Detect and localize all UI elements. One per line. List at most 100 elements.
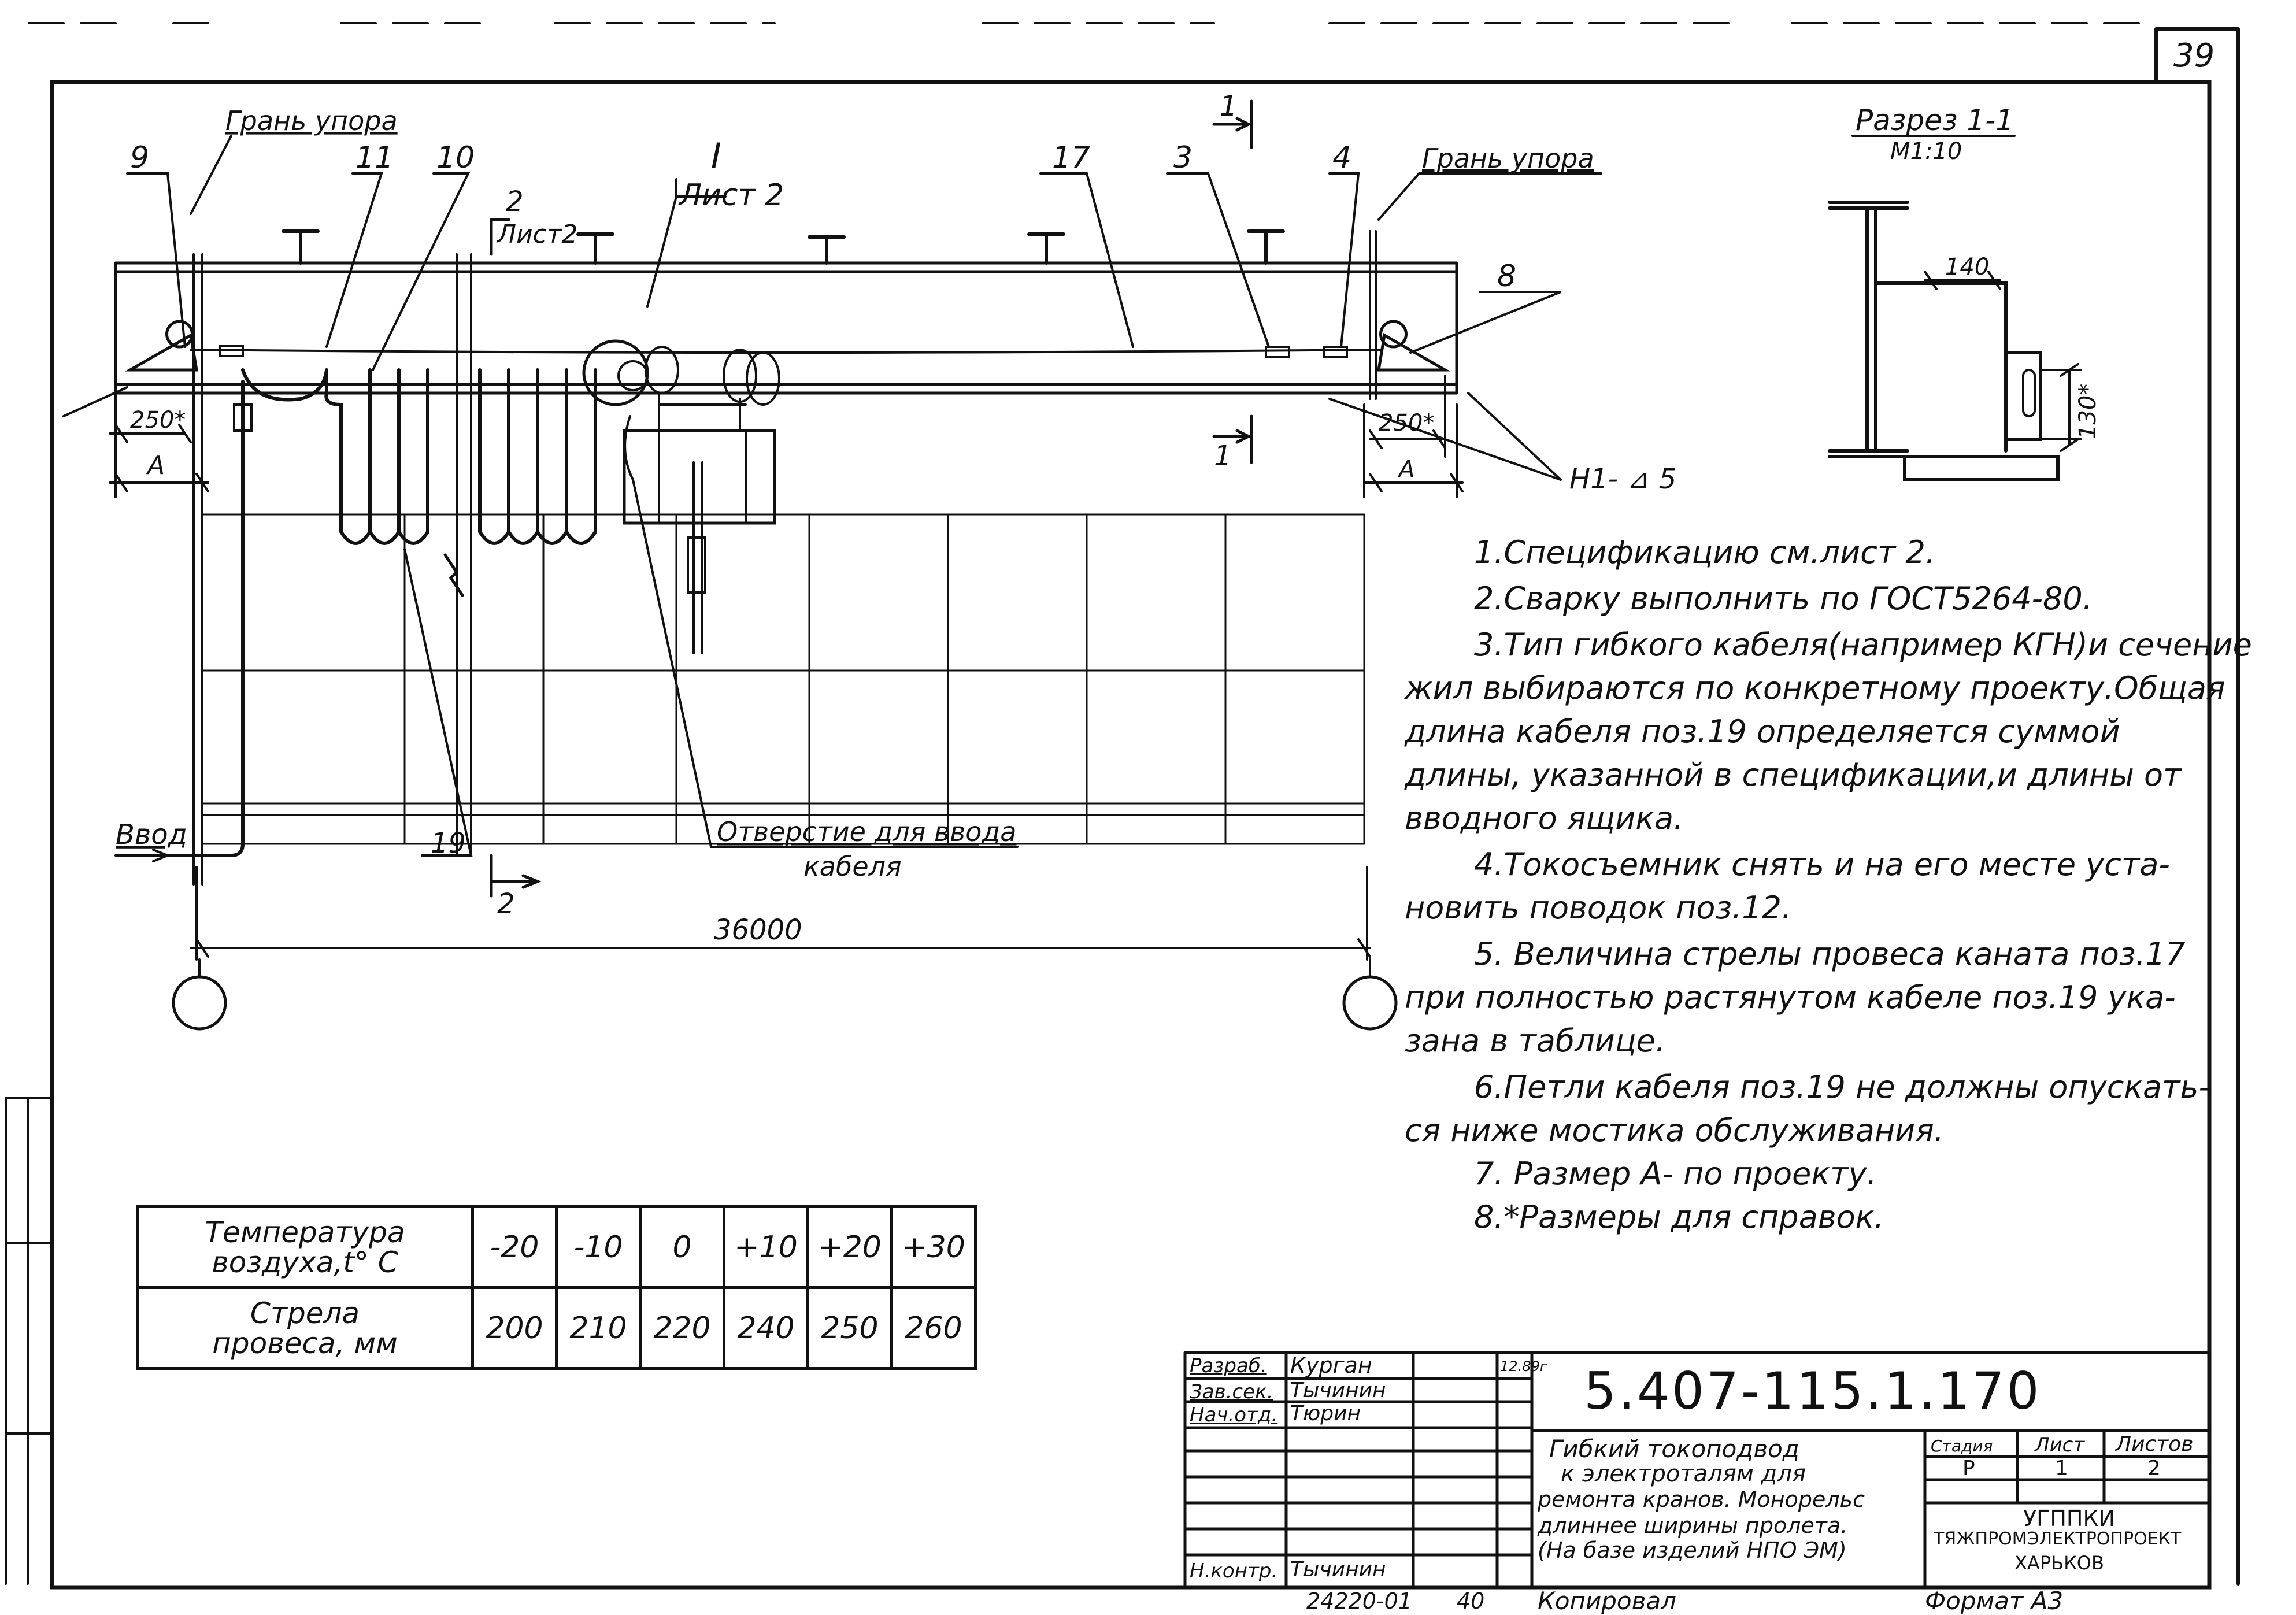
beam-hangers [282,229,1285,265]
tb-org-l2: ТЯЖПРОМЭЛЕКТРОПРОЕКТ [1934,1529,2182,1549]
label-gran-upora-left: Грань упора [225,105,398,136]
leader-17 [1039,172,1134,348]
sag-cell: 250 [806,1286,893,1370]
support-posts [192,230,1377,886]
section-dim-130 [2039,363,2082,452]
section-dim-130-label: 130* [2075,384,2101,439]
section-2-bottom [490,854,542,898]
sag-cell: 200 [471,1286,558,1370]
temp-header: Температура воздуха,t° С [136,1205,474,1289]
tb-sheet-header: Лист [2035,1434,2085,1457]
note-line: жил выбираются по конкретному проекту.Об… [1405,670,2225,706]
label-sec2-list: Лист2 [496,220,578,249]
note-line: длина кабеля поз.19 определяется суммой [1405,713,2120,750]
label-dim-A-left: A [146,451,165,480]
hoist-wheel [582,339,649,406]
tb-desc-l5: (На базе изделий НПО ЭМ) [1538,1538,1847,1563]
label-dim-A-right: A [1397,456,1414,483]
dim-250-right [1369,375,1446,458]
tb-sheet: 1 [2055,1457,2068,1480]
dim-span-36000 [190,866,1371,961]
cable-input [131,380,245,857]
label-pos-19: 19 [431,827,466,860]
arrow-left-stop [62,386,128,417]
label-dim-250-left: 250* [130,407,186,434]
label-pos-11: 11 [355,140,394,175]
leader-4 [1328,172,1360,348]
tb-sheets: 2 [2147,1457,2161,1480]
section-profile [1828,201,2060,481]
tb-doc-number: 5.407-115.1.170 [1584,1361,2042,1421]
note-line: 7. Размер А- по проекту. [1474,1155,1877,1192]
tb-org-l3: ХАРЬКОВ [2014,1552,2104,1574]
hook-block [687,536,706,594]
tb-sheets-header: Листов [2116,1432,2194,1456]
tb-r3-name: Тюрин [1290,1402,1361,1425]
hoist-motor-1 [645,346,679,394]
temp-header-l1: Температура [205,1215,405,1249]
input-arrow [114,849,171,862]
label-sec1-top: 1 [1220,90,1238,123]
label-hole-1: Отверстие для ввода [717,816,1016,847]
temp-cell: +30 [890,1205,977,1289]
temp-cell: +20 [806,1205,893,1289]
temp-cell: -10 [555,1205,642,1289]
leader-gran-right [1377,172,1602,221]
tb-desc-l2: к электроталям для [1561,1461,1806,1487]
input-box [233,403,253,432]
section-dim-140 [1924,271,2001,290]
note-line: 4.Токосъемник снять и на его месте уста- [1474,846,2170,883]
note-line: 3.Тип гибкого кабеля(например КГН)и сече… [1474,627,2252,663]
note-line: зана в таблице. [1405,1023,1665,1059]
cable-festoon [241,368,597,545]
note-line: 2.Сварку выполнить по ГОСТ5264-80. [1474,580,2093,617]
temp-header-l2: воздуха,t° С [212,1245,398,1279]
page-number-box [2154,27,2240,1586]
note-line: 6.Петли кабеля поз.19 не должны опускать… [1474,1069,2210,1105]
tb-r2-role: Зав.сек. [1190,1380,1273,1403]
note-line: длины, указанной в спецификации,и длины … [1405,757,2182,793]
messenger-rope [190,349,1383,354]
binding-strip [5,1097,53,1585]
dim-A-left [109,403,209,498]
sag-cell: 210 [555,1286,642,1370]
tb-org-l1: УГППКИ [2023,1506,2115,1531]
bridge-grid [201,513,1365,845]
sag-table: Температура воздуха,t° С -20 -10 0 +10 +… [136,1205,977,1370]
label-pos-9: 9 [130,140,149,175]
label-list2: Лист 2 [678,178,784,213]
wheel-left [172,975,227,1031]
leader-11 [325,172,383,348]
sag-header: Стрела провеса, мм [136,1286,474,1370]
temp-cell: 0 [639,1205,725,1289]
tb-r4-role: Н.контр. [1190,1560,1278,1583]
page-number: 39 [2173,37,2214,75]
end-stop-right [1377,320,1451,372]
sag-cell: 240 [723,1286,809,1370]
temp-cell: -20 [471,1205,558,1289]
leader-I [646,178,727,308]
monorail-beam [114,261,1458,395]
section-dim-140-label: 140 [1945,254,1989,280]
tb-r1-date: 12.89г [1500,1358,1547,1375]
leader-3 [1166,172,1270,348]
leader-10 [372,172,471,371]
section-slot [2022,369,2036,417]
footer-code: 24220-01 [1306,1588,1412,1614]
hoist-wheel-inner [617,360,649,391]
tb-desc-l3: ремонта кранов. Монорельс [1538,1487,1865,1512]
footer-format: Формат А3 [1925,1587,2064,1615]
leader-9 [126,172,186,348]
tb-r1-name: Курган [1290,1353,1372,1378]
hoist-frame [658,392,747,432]
label-sec1-bottom: 1 [1214,440,1232,472]
tb-stage-header: Стадия [1931,1436,1993,1455]
label-sec2-top: 2 [506,186,524,218]
note-line: вводного ящика. [1405,800,1684,836]
end-stop-left [124,320,198,372]
hole-leader [624,415,1019,848]
note-line: ся ниже мостика обслуживания. [1405,1112,1944,1149]
sag-header-l1: Стрела [250,1296,360,1330]
tb-r1-role: Разраб. [1190,1354,1267,1377]
label-pos-4: 4 [1332,140,1351,175]
